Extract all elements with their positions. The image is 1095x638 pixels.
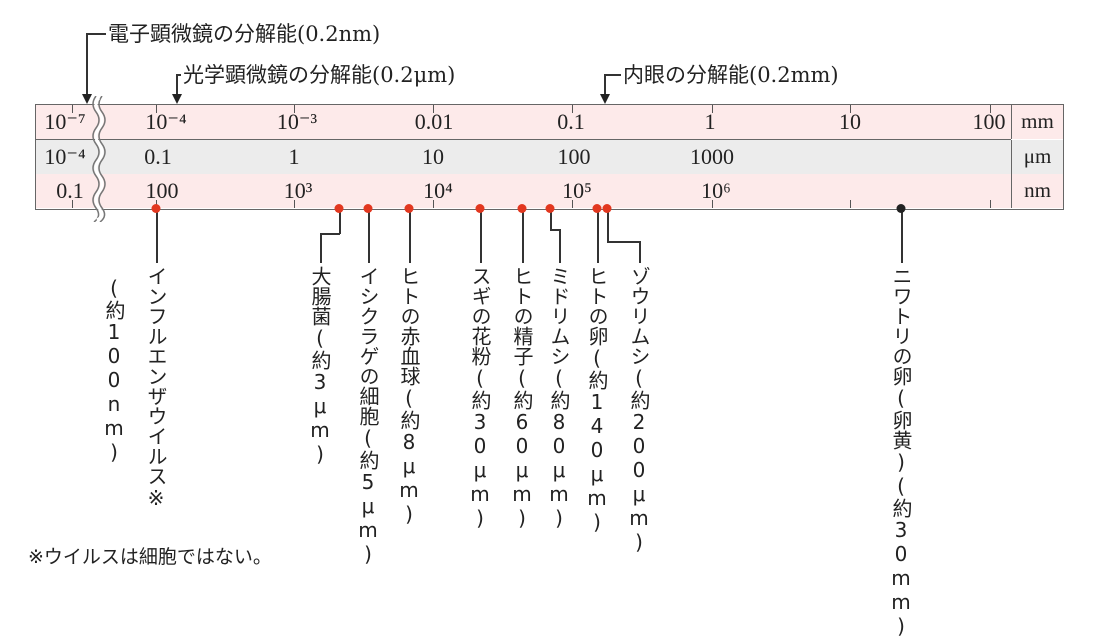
tick-mark <box>72 105 74 113</box>
tick-mark <box>294 105 296 113</box>
marker-sperm <box>517 204 527 213</box>
unit-um: μm <box>1011 140 1063 174</box>
tick-label: 10 <box>839 109 861 134</box>
unit-mm: mm <box>1011 105 1063 139</box>
leader-line <box>604 74 621 76</box>
leader-line <box>522 208 524 263</box>
leader-line <box>607 208 609 242</box>
tick-mark <box>712 105 714 113</box>
optical-microscope-resolution-label: 光学顕微鏡の分解能(0.2μm) <box>183 63 456 87</box>
label-influenza-size: (約100nm) <box>102 276 126 464</box>
leader-line <box>604 74 606 95</box>
marker-nostoc <box>363 204 373 213</box>
tick-label: 0.1 <box>144 144 172 169</box>
leader-line <box>176 74 181 76</box>
leader-line <box>559 229 561 263</box>
footnote: ※ウイルスは細胞ではない。 <box>28 546 272 568</box>
label-influenza: インフルエンザウイルス※ <box>144 266 168 510</box>
marker-red-blood-cell <box>404 204 414 213</box>
tick-label: 10⁶ <box>701 178 731 203</box>
leader-line <box>339 208 341 234</box>
tick-mark <box>990 200 992 208</box>
leader-line <box>480 208 482 263</box>
leader-line <box>901 208 903 263</box>
tick-label: 100 <box>972 109 1006 134</box>
axis-break-icon <box>92 96 106 222</box>
tick-mark <box>294 200 296 208</box>
leader-line <box>597 208 599 263</box>
tick-label: 10⁻⁴ <box>44 144 86 169</box>
tick-mark <box>156 105 158 113</box>
label-paramecium: ゾウリムシ(約200μm) <box>627 266 651 554</box>
arrow-down-icon <box>82 94 92 104</box>
leader-line <box>86 33 106 35</box>
tick-label: 100 <box>145 178 179 203</box>
leader-line <box>550 208 552 230</box>
scale-row-um: 10⁻⁴ 0.1 1 10 100 1000 <box>36 140 1011 175</box>
leader-line <box>176 74 178 95</box>
tick-mark <box>72 200 74 208</box>
label-sperm: ヒトの精子(約60μm) <box>510 266 534 530</box>
label-e-coli: 大腸菌(約3μm) <box>308 266 332 466</box>
tick-label: 10⁻⁷ <box>44 109 86 134</box>
label-nostoc: イシクラゲの細胞(約5μm) <box>356 266 380 566</box>
tick-label: 1 <box>704 109 716 134</box>
tick-mark <box>572 200 574 208</box>
tick-label: 0.1 <box>557 109 585 134</box>
naked-eye-resolution-label: 内眼の分解能(0.2mm) <box>623 63 839 87</box>
tick-mark <box>850 105 852 113</box>
leader-line <box>409 208 411 263</box>
tick-label: 10 <box>422 144 444 169</box>
tick-label: 10⁵ <box>562 178 592 203</box>
leader-line <box>156 208 158 263</box>
marker-influenza <box>151 204 161 213</box>
tick-label: 10³ <box>283 178 313 203</box>
tick-label: 1000 <box>690 144 734 169</box>
scale-row-nm: 0.1 100 10³ 10⁴ 10⁵ 10⁶ <box>36 174 1011 208</box>
marker-euglena <box>545 204 555 213</box>
tick-label: 10⁻⁴ <box>145 109 187 134</box>
label-human-egg: ヒトの卵(約140μm) <box>585 266 609 534</box>
label-chicken-egg: ニワトリの卵(卵黄)(約30mm) <box>889 266 913 638</box>
leader-line <box>320 233 340 235</box>
tick-label: 0.01 <box>414 109 454 134</box>
tick-label: 10⁻³ <box>276 109 318 134</box>
leader-line <box>320 233 322 263</box>
leader-line <box>368 208 370 263</box>
unit-nm: nm <box>1011 174 1063 208</box>
tick-label: 100 <box>557 144 591 169</box>
label-euglena: ミドリムシ(約80μm) <box>547 266 571 530</box>
label-red-blood-cell: ヒトの赤血球(約8μm) <box>397 266 421 526</box>
tick-label: 0.1 <box>56 178 84 203</box>
leader-line <box>607 241 640 243</box>
tick-mark <box>572 105 574 113</box>
marker-e-coli <box>334 204 344 213</box>
marker-paramecium <box>602 204 612 213</box>
tick-mark <box>433 105 435 113</box>
leader-line <box>550 229 560 231</box>
tick-label: 10⁴ <box>423 178 453 203</box>
marker-cedar-pollen <box>475 204 485 213</box>
tick-mark <box>433 200 435 208</box>
marker-human-egg <box>592 204 602 213</box>
leader-line <box>639 241 641 263</box>
scale-row-mm: 10⁻⁷ 10⁻⁴ 10⁻³ 0.01 0.1 1 10 100 <box>36 105 1011 140</box>
tick-mark <box>850 200 852 208</box>
tick-mark <box>712 200 714 208</box>
marker-chicken-egg <box>896 204 906 213</box>
tick-mark <box>990 105 992 113</box>
arrow-down-icon <box>600 94 610 104</box>
arrow-down-icon <box>172 94 182 104</box>
electron-microscope-resolution-label: 電子顕微鏡の分解能(0.2nm) <box>108 22 381 46</box>
leader-line <box>86 33 88 95</box>
tick-label: 1 <box>288 144 300 169</box>
label-cedar-pollen: スギの花粉(約30μm) <box>468 266 492 530</box>
